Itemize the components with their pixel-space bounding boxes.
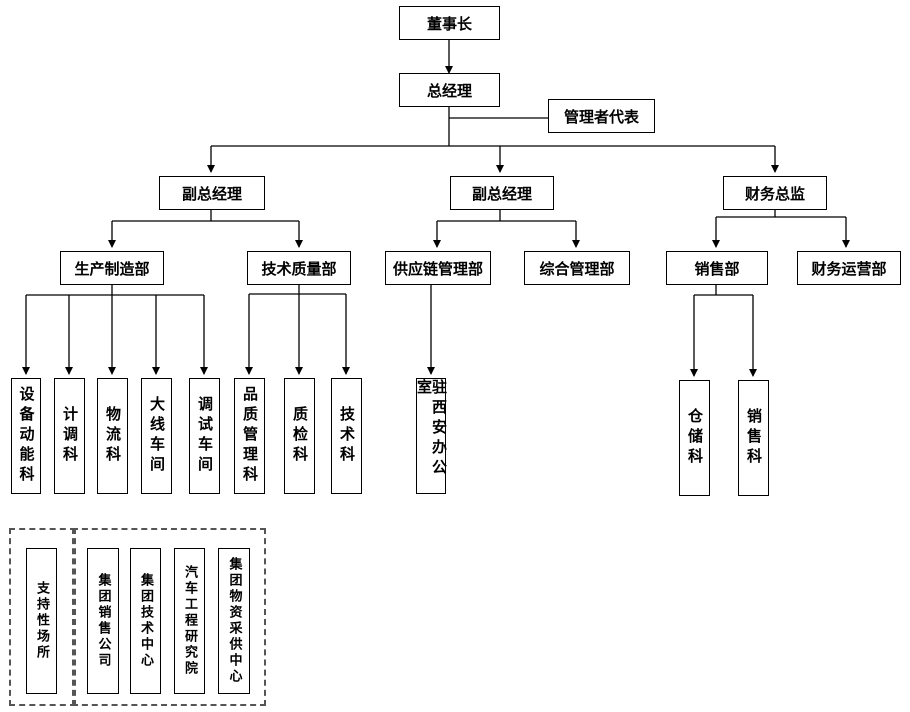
equipment-energy-section-box: 设备动能科 [11,378,41,494]
finance-director-box: 财务总监 [723,176,827,210]
chairman-box: 董事长 [399,6,500,40]
sales-dept-box: 销售部 [666,251,768,285]
production-dept-box: 生产制造部 [60,251,164,285]
planning-section-box: 计调科 [54,378,85,494]
tech-quality-dept-box: 技术质量部 [247,251,351,285]
sales-section-box: 销售科 [738,380,769,496]
general-manager-box: 总经理 [399,73,500,107]
logistics-section-box: 物流科 [97,378,128,494]
quality-mgmt-section-box: 品质管理科 [234,378,265,494]
management-representative-box: 管理者代表 [548,99,655,133]
warehouse-section-box: 仓储科 [679,380,710,496]
qc-section-box: 质检科 [284,378,315,494]
finance-ops-dept-box: 财务运营部 [797,251,901,285]
auto-engineering-institute-box: 汽车工程研究院 [174,548,205,694]
group-sales-company-box: 集团销售公司 [87,548,119,694]
tech-section-box: 技术科 [331,378,362,494]
support-site-dashed-frame [9,528,76,706]
group-tech-center-box: 集团技术中心 [130,548,161,694]
deputy-gm-mid-box: 副总经理 [450,176,554,210]
general-admin-dept-box: 综合管理部 [524,251,630,285]
supply-chain-dept-box: 供应链管理部 [385,251,491,285]
debug-workshop-box: 调试车间 [189,378,220,494]
group-units-dashed-frame [72,528,266,706]
group-materials-center-box: 集团物资采供中心 [218,548,250,694]
main-line-workshop-box: 大线车间 [141,378,172,494]
xian-office-box: 驻西安办公室 [415,378,448,494]
deputy-gm-left-box: 副总经理 [159,176,265,210]
support-site-box: 支持性场所 [26,548,57,694]
